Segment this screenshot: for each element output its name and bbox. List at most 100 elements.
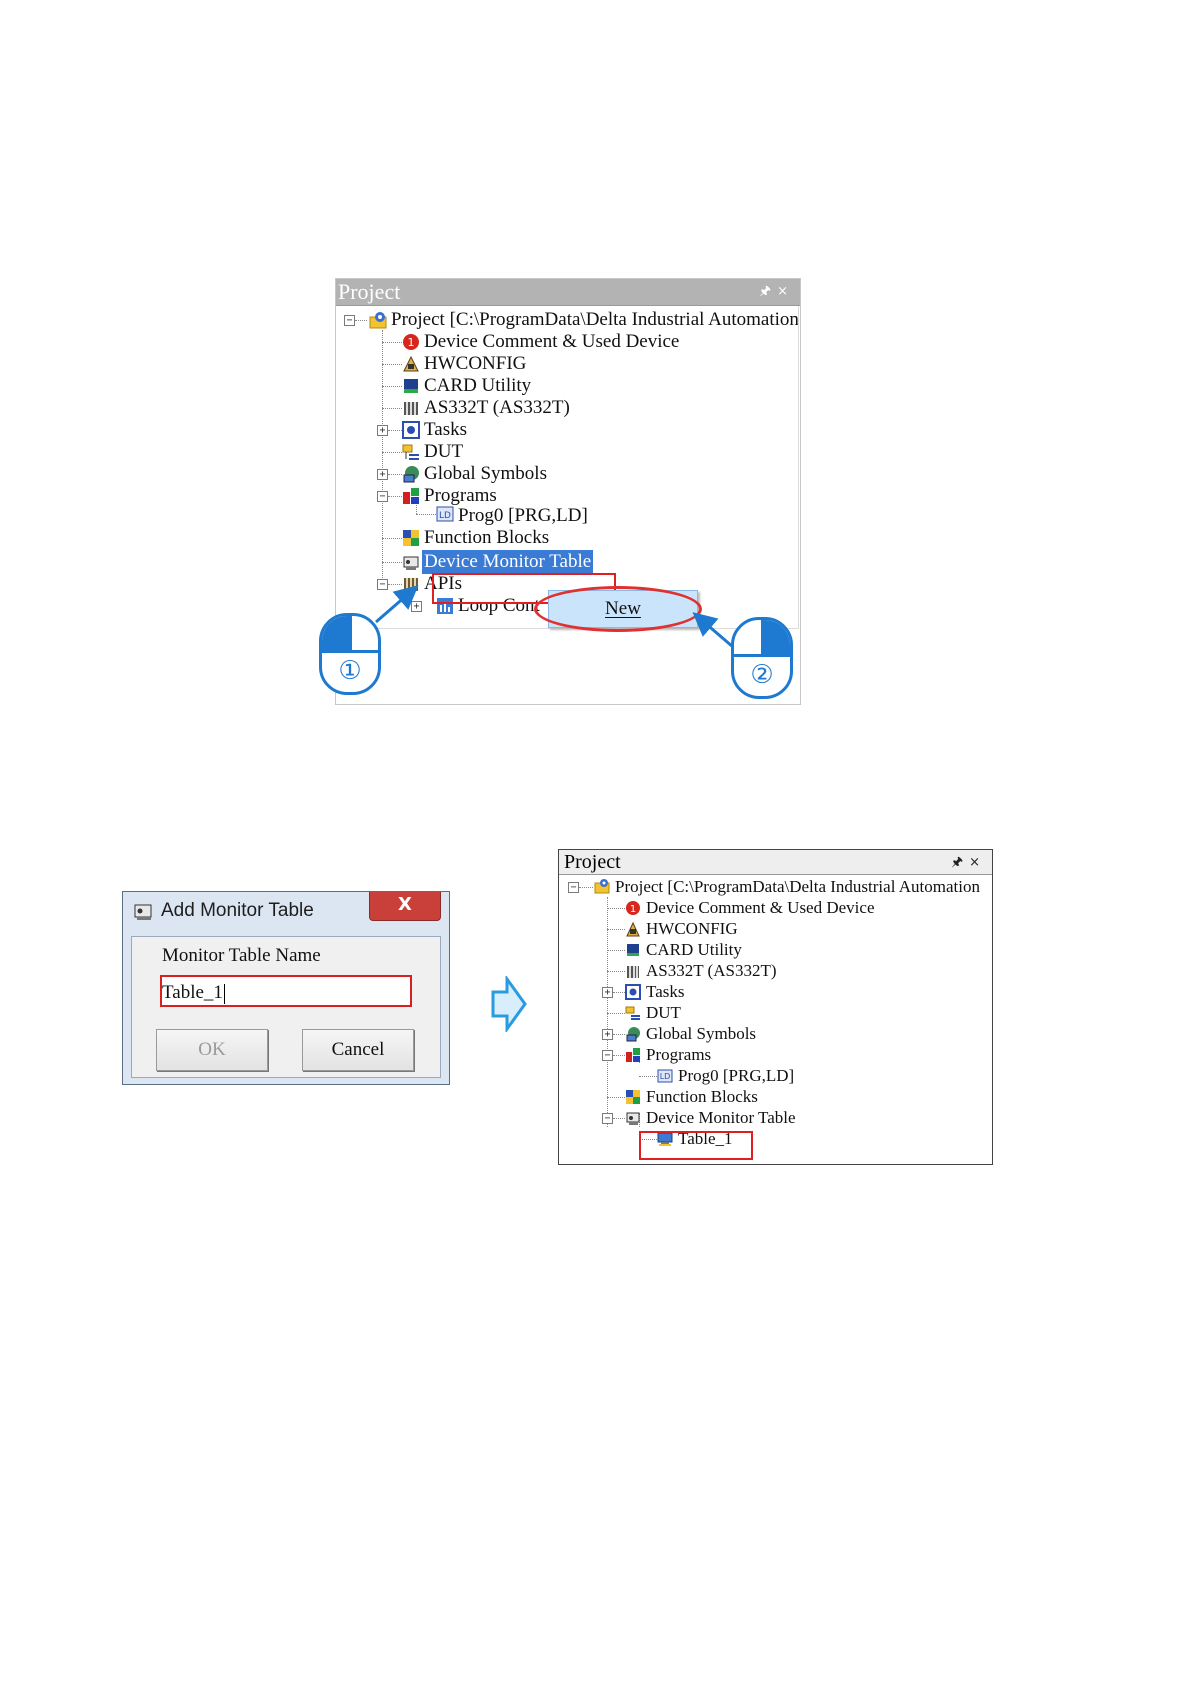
project-panel-titlebar: Project 🖈× [559,850,992,875]
tree-item-programs[interactable]: Programs [424,485,497,506]
prog-icon: LD [436,505,454,523]
svg-text:LD: LD [660,1072,671,1081]
tree-item-tasks[interactable]: Tasks [424,419,468,440]
collapse-toggle[interactable]: − [602,1113,613,1124]
tree-item-as332t[interactable]: AS332T (AS332T) [424,397,570,418]
dut-icon [625,1005,641,1021]
monitor-table-icon [625,1110,641,1126]
tree-item-table-1[interactable]: Table_1 [678,1129,733,1148]
cancel-button[interactable]: Cancel [302,1029,414,1071]
programs-icon [625,1047,641,1063]
gear-folder-icon [369,311,387,329]
dialog-body: Monitor Table Name Table_1 OK Cancel [131,936,441,1078]
collapse-toggle[interactable]: − [344,315,355,326]
panel-window-controls: 🖈× [759,282,794,304]
tree-item-loop-control[interactable]: Loop Cont [458,595,540,616]
panel-title: Project [564,851,621,873]
tree-item-global-symbols[interactable]: Global Symbols [424,463,547,484]
tree-item-project[interactable]: Project [C:\ProgramData\Delta Industrial… [391,309,799,330]
dialog-title: Add Monitor Table [161,900,314,921]
monitor-table-name-input[interactable]: Table_1 [160,975,412,1007]
arrow-to-context-menu [692,612,734,649]
expand-toggle[interactable]: + [602,1029,613,1040]
expand-toggle[interactable]: + [377,425,388,436]
global-symbols-icon [402,465,420,483]
project-panel-2: Project 🖈× − Project [C:\ProgramData\Del… [558,849,993,1165]
pin-icon[interactable]: 🖈 [759,284,778,299]
project-panel-1: Project 🖈× − Project [C:\ProgramData\Del… [335,278,801,705]
tree-item-device-comment[interactable]: Device Comment & Used Device [646,898,875,917]
prog-icon: LD [657,1068,673,1084]
monitor-table-icon [133,902,155,927]
device-comment-icon: 1 [402,333,420,351]
tree-item-card-utility[interactable]: CARD Utility [646,940,742,959]
tasks-icon [625,984,641,1000]
tree-item-function-blocks[interactable]: Function Blocks [424,527,550,548]
close-icon[interactable]: × [777,284,794,299]
panel-window-controls: 🖈× [951,853,986,875]
svg-text:1: 1 [630,904,636,915]
right-arrow-icon [491,976,527,1032]
programs-icon [402,487,420,505]
mouse-icon: ① [319,613,381,695]
ok-button[interactable]: OK [156,1029,268,1071]
monitor-table-icon [402,553,420,571]
plc-icon [625,963,641,979]
tree-item-device-monitor-table[interactable]: Device Monitor Table [422,550,594,574]
project-tree: − Project [C:\ProgramData\Delta Industri… [559,875,992,1164]
collapse-toggle[interactable]: − [602,1050,613,1061]
mouse-icon: ② [731,617,793,699]
svg-text:1: 1 [408,336,415,349]
plc-icon [402,399,420,417]
project-tree: − Project [C:\ProgramData\Delta Industri… [336,306,799,629]
tree-item-hwconfig[interactable]: HWCONFIG [424,353,527,374]
svg-text:LD: LD [439,511,451,521]
tree-item-tasks[interactable]: Tasks [646,982,685,1001]
collapse-toggle[interactable]: − [377,491,388,502]
dut-icon [402,443,420,461]
device-comment-icon: 1 [625,900,641,916]
tree-item-prog0[interactable]: Prog0 [PRG,LD] [458,505,588,526]
collapse-toggle[interactable]: − [377,579,388,590]
tree-item-device-monitor-table[interactable]: Device Monitor Table [646,1108,796,1127]
tree-item-project[interactable]: Project [C:\ProgramData\Delta Industrial… [615,877,980,896]
highlight-oval [534,586,702,632]
monitor-table-name-label: Monitor Table Name [162,945,321,966]
card-icon [402,377,420,395]
highlight-box [639,1131,753,1160]
card-icon [625,942,641,958]
tree-item-as332t[interactable]: AS332T (AS332T) [646,961,777,980]
step-number-2: ② [750,660,774,690]
dialog-titlebar: Add Monitor Table X [123,892,449,932]
expand-toggle[interactable]: + [602,987,613,998]
tree-item-global-symbols[interactable]: Global Symbols [646,1024,757,1043]
pin-icon[interactable]: 🖈 [951,855,970,870]
tree-item-hwconfig[interactable]: HWCONFIG [646,919,738,938]
panel-title: Project [338,279,401,304]
tree-item-function-blocks[interactable]: Function Blocks [646,1087,758,1106]
tree-item-programs[interactable]: Programs [646,1045,712,1064]
close-icon: X [398,894,412,915]
tree-item-prog0[interactable]: Prog0 [PRG,LD] [678,1066,795,1085]
expand-toggle[interactable]: + [377,469,388,480]
function-blocks-icon [402,529,420,547]
function-blocks-icon [625,1089,641,1105]
global-symbols-icon [625,1026,641,1042]
step-number-1: ① [338,656,362,686]
tree-item-device-comment[interactable]: Device Comment & Used Device [424,331,680,352]
tree-item-dut[interactable]: DUT [424,441,464,462]
gear-folder-icon [594,878,610,894]
dialog-close-button[interactable]: X [369,892,441,921]
add-monitor-table-dialog: Add Monitor Table X Monitor Table Name T… [122,891,450,1085]
tree-item-card-utility[interactable]: CARD Utility [424,375,532,396]
hwconfig-icon [625,921,641,937]
hwconfig-icon [402,355,420,373]
tasks-icon [402,421,420,439]
tree-item-dut[interactable]: DUT [646,1003,681,1022]
table-icon [657,1131,673,1147]
project-panel-titlebar: Project 🖈× [336,279,800,306]
close-icon[interactable]: × [969,855,986,870]
collapse-toggle[interactable]: − [568,882,579,893]
arrow-to-tree-item [375,585,419,624]
